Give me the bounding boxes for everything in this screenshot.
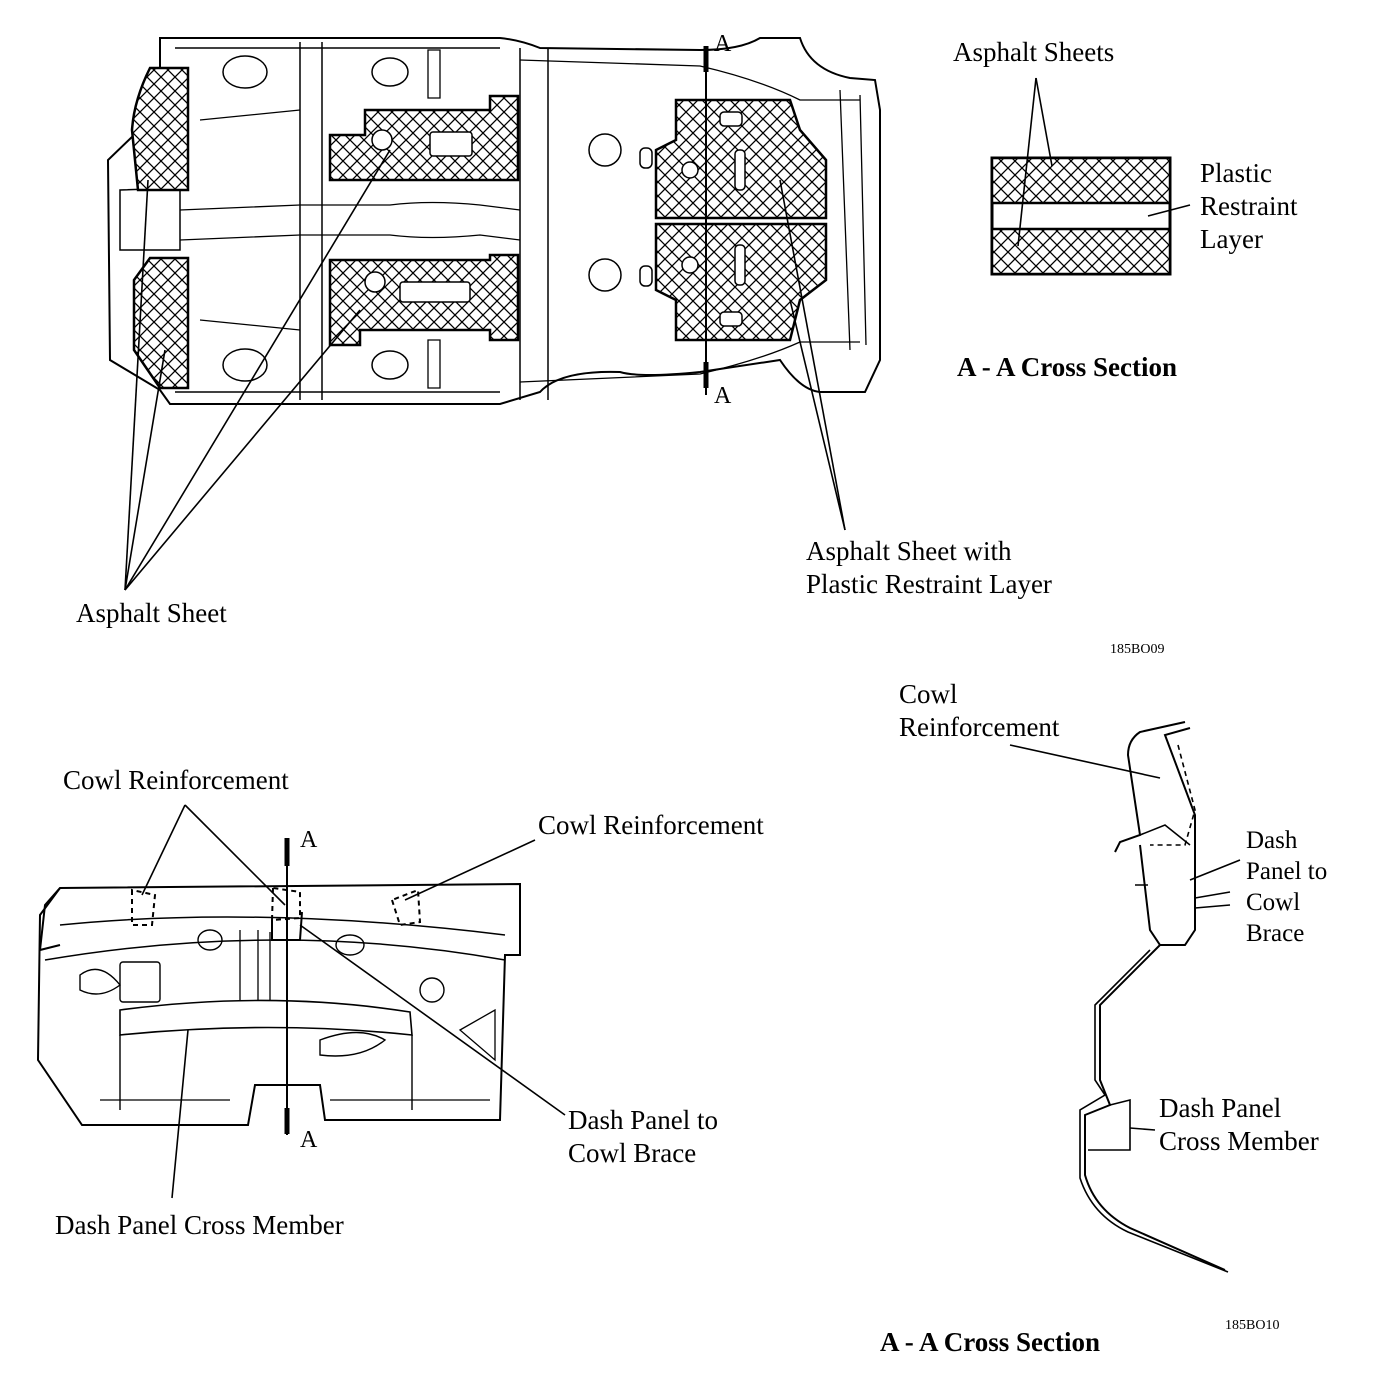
label-dash-cross-member: Dash Panel Cross Member <box>55 1210 344 1240</box>
label-plastic-line1: Plastic <box>1200 158 1272 188</box>
label-plastic-line3: Layer <box>1200 224 1263 254</box>
label-right-cowl-line2: Reinforcement <box>899 712 1060 742</box>
figure-code-bottom: 185BO10 <box>1225 1318 1280 1333</box>
cowl-reinforcement-dashed-profile <box>1150 744 1196 846</box>
label-right-cross-line2: Cross Member <box>1159 1126 1319 1156</box>
section-marker-a-top-lower: A <box>300 827 318 853</box>
cowl-reinforcements-dashed <box>131 886 422 927</box>
asphalt-sheet-mid-upper <box>328 94 520 182</box>
leader-lines-bottom <box>141 804 566 1199</box>
label-right-brace-line2: Panel to <box>1246 858 1328 885</box>
figure-code-top: 185BO09 <box>1110 642 1165 657</box>
cross-section-sheet-diagram <box>990 77 1191 276</box>
leader-lines-top <box>124 149 846 591</box>
label-dash-brace-line2: Cowl Brace <box>568 1138 697 1168</box>
section-title-bottom: A - A Cross Section <box>880 1327 1101 1357</box>
label-asphalt-sheets: Asphalt Sheets <box>953 37 1115 67</box>
cowl-profile <box>1079 721 1231 1273</box>
asphalt-sheet-front-right <box>132 256 190 390</box>
label-right-brace-line3: Cowl <box>1246 889 1301 916</box>
label-cowl-reinforcement-mid: Cowl Reinforcement <box>538 810 764 840</box>
section-marker-a-top: A <box>714 31 732 57</box>
label-asphalt-sheet-plastic-line2: Plastic Restraint Layer <box>806 569 1052 599</box>
label-cowl-reinforcement-left: Cowl Reinforcement <box>63 765 289 795</box>
floor-pan-outline <box>106 37 881 405</box>
label-right-brace-line1: Dash <box>1246 827 1298 854</box>
section-marker-a-bottom: A <box>714 383 732 409</box>
asphalt-sheet-front-left <box>130 66 190 192</box>
label-right-cross-line1: Dash Panel <box>1159 1093 1282 1123</box>
label-right-cowl-line1: Cowl <box>899 679 958 709</box>
label-right-brace-line4: Brace <box>1246 920 1305 947</box>
section-title-top: A - A Cross Section <box>957 352 1178 382</box>
section-marker-a-bottom-lower: A <box>300 1127 318 1153</box>
label-asphalt-sheet: Asphalt Sheet <box>76 598 227 628</box>
label-plastic-line2: Restraint <box>1200 191 1298 221</box>
sheet-cutouts <box>364 111 746 327</box>
leader-lines-profile <box>1009 744 1241 1131</box>
label-asphalt-sheet-plastic-line1: Asphalt Sheet with <box>806 536 1012 566</box>
label-dash-brace-line1: Dash Panel to <box>568 1105 718 1135</box>
